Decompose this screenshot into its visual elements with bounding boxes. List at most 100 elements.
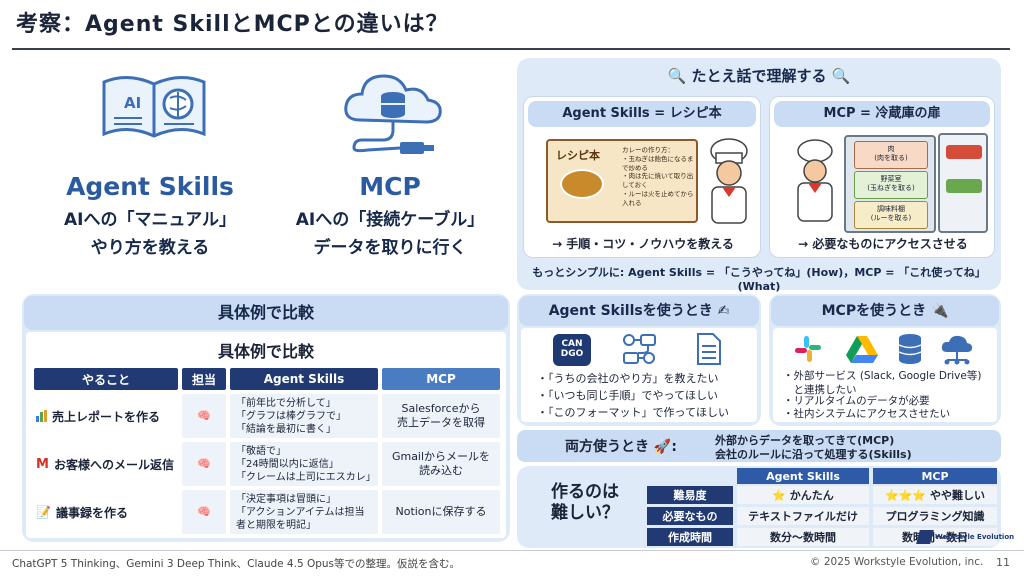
skills-use-bullet-3: ・「このフォーマット」で作ってほしい [537, 406, 729, 419]
skills-use-header: Agent Skillsを使うとき ✍ [519, 296, 759, 326]
fridge-shelf-2: 野菜室 (玉ねぎを取る) [854, 171, 928, 199]
analogy-header-text: たとえ話で理解する [691, 67, 827, 85]
page-number: 11 [996, 556, 1010, 569]
svg-text:AI: AI [124, 94, 141, 112]
difficulty-row-label: 必要なもの [647, 507, 733, 525]
analogy-panel: 🔍 たとえ話で理解する 🔍 Agent Skills = レシピ本 レシピ本 カ… [517, 58, 1001, 293]
analogy-summary: もっとシンプルに: Agent Skills = 「こうやってね」(How)，M… [532, 266, 986, 293]
slack-icon [795, 336, 821, 362]
footer-divider [0, 550, 1024, 551]
fridge-door-jars [946, 179, 982, 193]
task-label: お客様へのメール返信 [53, 457, 174, 472]
compare-header: 具体例で比較 [24, 296, 508, 330]
fridge-card: MCP = 冷蔵庫の扉 肉 (肉を取る) 野菜室 (玉ねぎを取る) 調味料棚 (… [769, 96, 995, 258]
owner-brain-icon: 🧠 [182, 490, 226, 534]
recipe-book-text: カレーの作り方： ・玉ねぎは飴色になるまで炒める ・肉は先に焼いて取り出しておく… [622, 146, 694, 207]
mcp-use-bullet-3: ・社内システムにアクセスさせたい [783, 408, 951, 420]
mcp-use-panel: MCPを使うとき 🔌 ・外部サービス (Slack, Google Drive等… [769, 294, 1001, 426]
task-label: 売上レポートを作る [52, 409, 161, 424]
compare-subtitle: 具体例で比較 [217, 342, 314, 361]
logo-mark-icon [916, 530, 934, 544]
column-header-task: やること [34, 368, 178, 390]
title-divider [12, 48, 1010, 50]
curry-icon [560, 169, 604, 199]
google-drive-icon [846, 336, 878, 363]
fridge-caption: → 必要なものにアクセスさせる [798, 237, 968, 251]
workflow-icon [623, 334, 656, 364]
logo-text: Workstyle Evolution [935, 533, 1015, 541]
task-label: 議事録を作る [55, 505, 128, 520]
fridge-shelf-3: 調味料棚 (ルーを取る) [854, 201, 928, 229]
difficulty-col-skills: Agent Skills [737, 468, 869, 484]
cloud-network-icon [941, 335, 973, 365]
fridge-door [938, 133, 988, 233]
concept-area: AI Agent Skills AIへの「マニュアル」 やり方を教える MCP … [20, 60, 510, 290]
skills-concept-line1: AIへの「マニュアル」 [64, 210, 236, 230]
page-title: 考察：Agent SkillとMCPとの違いは？ [16, 12, 449, 37]
table-cell-mcp: Salesforceから 売上データを取得 [382, 394, 500, 438]
recipe-card: Agent Skills = レシピ本 レシピ本 カレーの作り方： ・玉ねぎは飴… [523, 96, 761, 258]
difficulty-row-label: 難易度 [647, 486, 733, 504]
fridge-door-bottles [946, 145, 982, 159]
difficulty-cell-skills: ⭐ かんたん [737, 486, 869, 504]
mcp-use-header: MCPを使うとき 🔌 [771, 296, 999, 326]
magnifier-icon-right: 🔍 [831, 67, 851, 85]
difficulty-cell-skills: テキストファイルだけ [737, 507, 869, 525]
both-use-label: 両方使うとき 🚀: [565, 439, 677, 455]
mcp-concept-line1: AIへの「接続ケーブル」 [295, 210, 485, 230]
footer-copyright: © 2025 Workstyle Evolution, inc. [810, 556, 984, 568]
mcp-use-bullet-2: ・リアルタイムのデータが必要 [783, 395, 930, 407]
gmail-icon: M [36, 456, 49, 472]
chef-fridge-icon [797, 139, 833, 222]
book-brain-icon: AI [102, 76, 206, 138]
both-use-bar: 両方使うとき 🚀: 外部からデータを取ってきて(MCP) 会社のルールに沿って処… [517, 430, 1001, 462]
footer-note: ChatGPT 5 Thinking、Gemini 3 Deep Think、C… [12, 558, 461, 570]
column-header-mcp: MCP [382, 368, 500, 390]
column-header-skills: Agent Skills [230, 368, 378, 390]
mcp-use-header-text: MCPを使うとき [821, 303, 927, 319]
plug-icon: 🔌 [930, 303, 949, 319]
compare-card: 具体例で比較 やること 担当 Agent Skills MCP 売上レポートを作… [26, 332, 506, 538]
both-use-line1: 外部からデータを取ってきて(MCP) [715, 434, 895, 447]
both-use-line2: 会社のルールに沿って処理する(Skills) [715, 448, 912, 461]
skills-concept-name: Agent Skills [66, 172, 234, 201]
recipe-card-title: Agent Skills = レシピ本 [528, 101, 756, 127]
memo-icon: 📝 [36, 505, 51, 519]
difficulty-cell-mcp: プログラミング知識 [873, 507, 997, 525]
table-row-task-1: 売上レポートを作る [36, 394, 178, 438]
table-row-task-2: M お客様へのメール返信 [36, 442, 178, 486]
writing-hand-icon: ✍ [717, 303, 730, 319]
owner-brain-icon: 🧠 [182, 442, 226, 486]
company-logo: Workstyle Evolution [916, 530, 1015, 544]
analogy-header: 🔍 たとえ話で理解する 🔍 [529, 62, 989, 90]
skills-use-bullet-1: ・「うちの会社のやり方」を教えたい [537, 372, 719, 385]
skills-use-header-text: Agent Skillsを使うとき [548, 303, 713, 319]
difficulty-cell-skills: 数分〜数時間 [737, 528, 869, 546]
table-cell-mcp: Gmailからメールを 読み込む [382, 442, 500, 486]
difficulty-question: 作るのは 難しい？ [551, 482, 619, 524]
fridge-card-title: MCP = 冷蔵庫の扉 [774, 101, 990, 127]
table-row-task-3: 📝 議事録を作る [36, 490, 178, 534]
table-cell-skills: 「決定事項は冒頭に」 「アクションアイテムは担当 者と期限を明記」 [230, 490, 378, 534]
skills-use-panel: Agent Skillsを使うとき ✍ CAN DGO ・「うちの会社のやり方」… [517, 294, 761, 426]
magnifier-icon: 🔍 [667, 67, 687, 85]
table-cell-skills: 「前年比で分析して」 「グラフは棒グラフで」 「結論を最初に書く」 [230, 394, 378, 438]
difficulty-row-label: 作成時間 [647, 528, 733, 546]
recipe-caption: → 手順・コツ・ノウハウを教える [552, 237, 734, 251]
recipe-book: レシピ本 カレーの作り方： ・玉ねぎは飴色になるまで炒める ・肉は先に焼いて取り… [546, 139, 698, 223]
mcp-use-bullet-1: ・外部サービス (Slack, Google Drive等) と連携したい [783, 370, 982, 396]
document-icon [697, 333, 721, 365]
database-icon [898, 334, 922, 364]
compare-panel: 具体例で比較 具体例で比較 やること 担当 Agent Skills MCP 売… [22, 294, 510, 542]
difficulty-col-mcp: MCP [873, 468, 997, 484]
skills-use-bullet-2: ・「いつも同じ手順」でやってほしい [537, 389, 718, 402]
mcp-concept-name: MCP [359, 172, 421, 201]
rocket-icon: 🚀 [653, 439, 672, 455]
cloud-connector-icon [344, 74, 442, 154]
both-use-label-text: 両方使うとき [565, 439, 649, 455]
bar-chart-icon [36, 410, 47, 422]
recipe-book-label: レシピ本 [556, 149, 600, 162]
table-cell-skills: 「敬語で」 「24時間以内に返信」 「クレームは上司にエスカレ」 [230, 442, 378, 486]
fridge-shelf-1: 肉 (肉を取る) [854, 141, 928, 169]
column-header-owner: 担当 [182, 368, 226, 390]
